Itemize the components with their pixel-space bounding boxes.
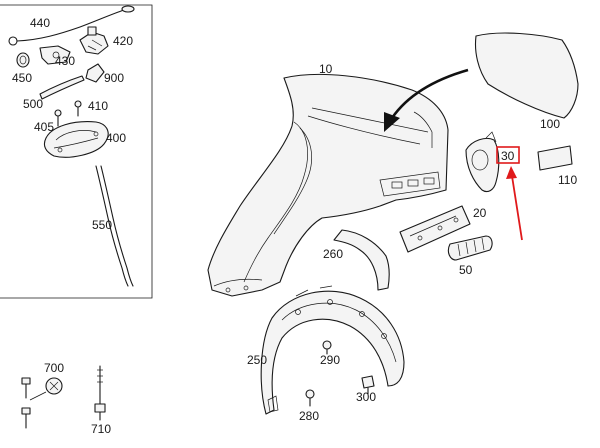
highlight-box [496, 146, 520, 164]
part-250-wheel-liner [260, 285, 405, 415]
part-300-screw [361, 375, 375, 395]
label-405: 405 [34, 120, 54, 134]
part-450-grommet [16, 52, 30, 68]
part-550-drain-hose [95, 165, 134, 287]
label-100: 100 [540, 117, 560, 131]
part-410-screw [74, 100, 82, 117]
label-300: 300 [356, 390, 376, 404]
part-280-screw [305, 389, 315, 407]
label-700: 700 [44, 361, 64, 375]
part-420-actuator [79, 26, 109, 55]
part-30-filler-housing [465, 131, 500, 193]
assembly-arrow [384, 68, 469, 132]
part-400-flap-housing [43, 121, 109, 158]
part-290-clip [322, 340, 332, 355]
part-20-panel [399, 205, 471, 253]
label-20: 20 [473, 206, 487, 220]
label-30: 30 [501, 149, 515, 163]
part-260-trim [333, 229, 390, 291]
label-710: 710 [91, 422, 111, 436]
part-700-screw-set [21, 377, 63, 429]
label-440: 440 [30, 16, 50, 30]
label-290: 290 [320, 353, 340, 367]
label-900: 900 [104, 71, 124, 85]
highlight-callout: 30 [496, 146, 523, 241]
label-450: 450 [12, 71, 32, 85]
part-440-cable [8, 5, 135, 46]
label-50: 50 [459, 263, 473, 277]
part-100-fuel-flap [474, 32, 579, 119]
part-710-bolt [94, 365, 106, 421]
label-550: 550 [92, 218, 112, 232]
part-405-screw [54, 109, 62, 127]
label-400: 400 [106, 131, 126, 145]
label-250: 250 [247, 353, 267, 367]
part-900-seal [85, 63, 105, 83]
highlight-arrowhead [506, 166, 517, 179]
part-110-pad [537, 145, 573, 171]
label-430: 430 [55, 54, 75, 68]
part-500-strip [39, 75, 85, 100]
label-280: 280 [299, 409, 319, 423]
highlight-arrow [511, 175, 523, 241]
label-10: 10 [319, 62, 333, 76]
part-10-quarter-panel [207, 73, 449, 297]
label-420: 420 [113, 34, 133, 48]
label-110: 110 [558, 173, 577, 187]
part-50-vent-grille [447, 235, 493, 261]
label-500: 500 [23, 97, 43, 111]
label-260: 260 [323, 247, 343, 261]
part-430-bracket [39, 45, 71, 65]
inset-panel: 440 420 450 430 900 500 410 405 400 550 [0, 4, 153, 299]
label-410: 410 [88, 99, 108, 113]
